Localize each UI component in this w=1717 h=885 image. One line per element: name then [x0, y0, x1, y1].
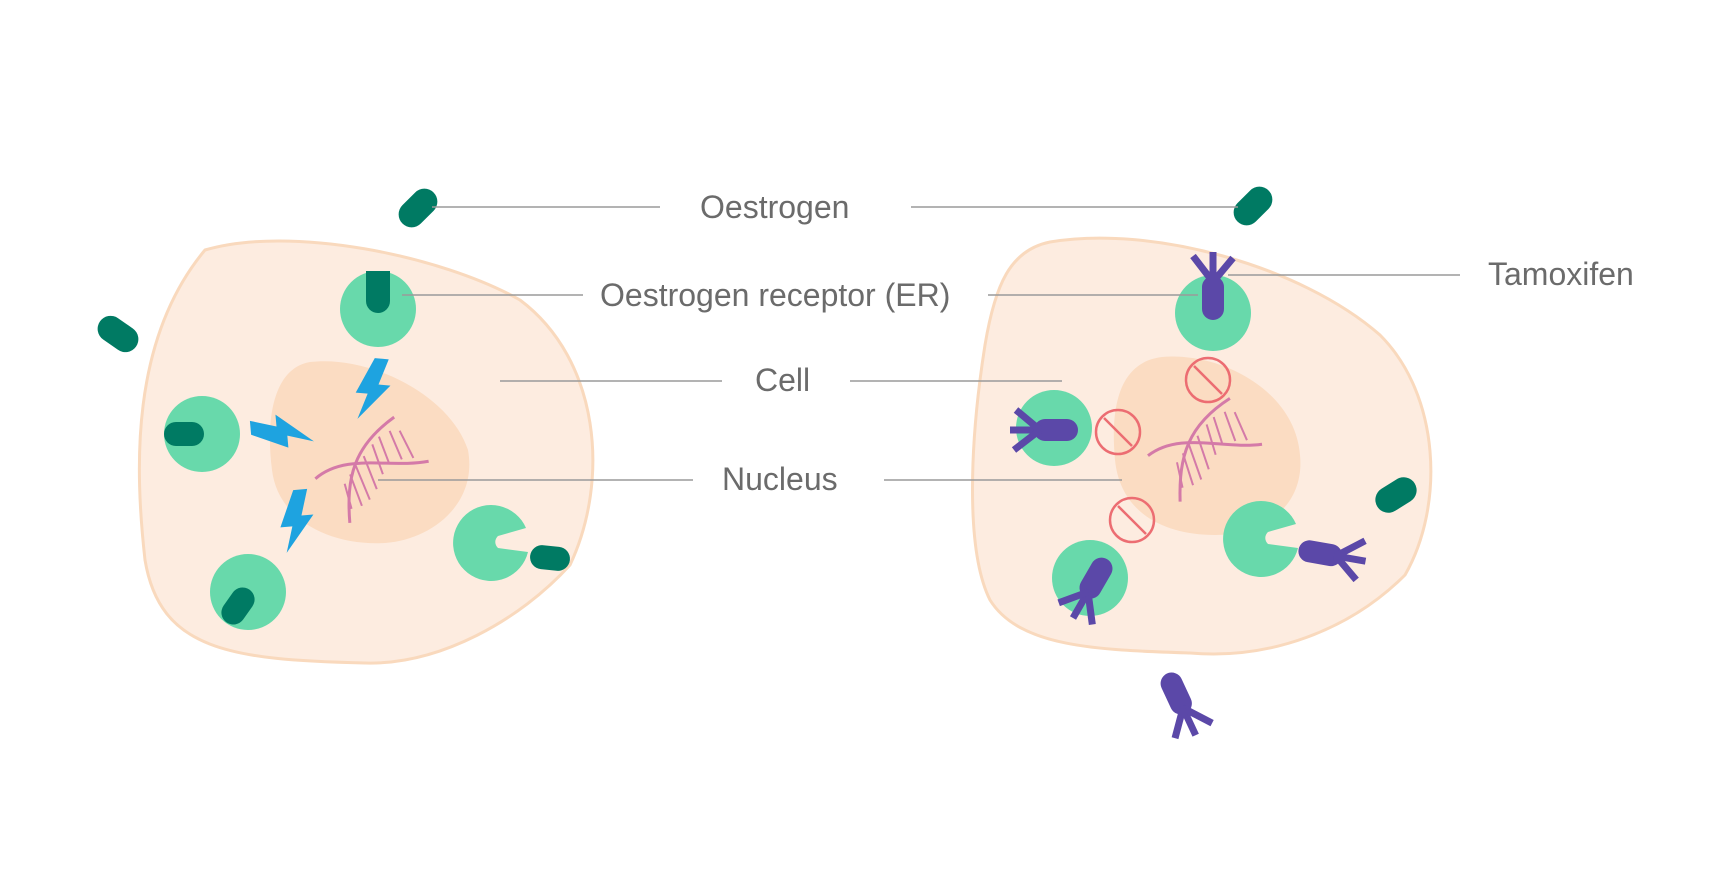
left-receptor-right — [453, 504, 570, 581]
right-receptor-bottom — [1052, 540, 1128, 628]
oestrogen-molecule-icon — [393, 183, 443, 233]
left-receptor-left — [164, 396, 240, 472]
tamoxifen-molecule-icon — [1149, 665, 1214, 744]
right-receptor-top — [1175, 252, 1251, 351]
oestrogen-molecule-icon — [1228, 181, 1278, 231]
right-receptor-right — [1223, 500, 1369, 581]
left-receptor-bottom — [210, 554, 286, 630]
label-tamoxifen: Tamoxifen — [1488, 256, 1634, 292]
label-oestrogen-receptor: Oestrogen receptor (ER) — [600, 277, 951, 313]
left-nucleus — [269, 361, 470, 544]
right-nucleus — [1113, 356, 1301, 535]
left-receptor-top — [340, 271, 416, 347]
oestrogen-molecule-icon — [92, 310, 144, 358]
right-receptor-left — [1010, 390, 1092, 466]
label-cell: Cell — [755, 362, 811, 398]
label-oestrogen: Oestrogen — [700, 189, 850, 225]
label-nucleus: Nucleus — [722, 461, 838, 497]
